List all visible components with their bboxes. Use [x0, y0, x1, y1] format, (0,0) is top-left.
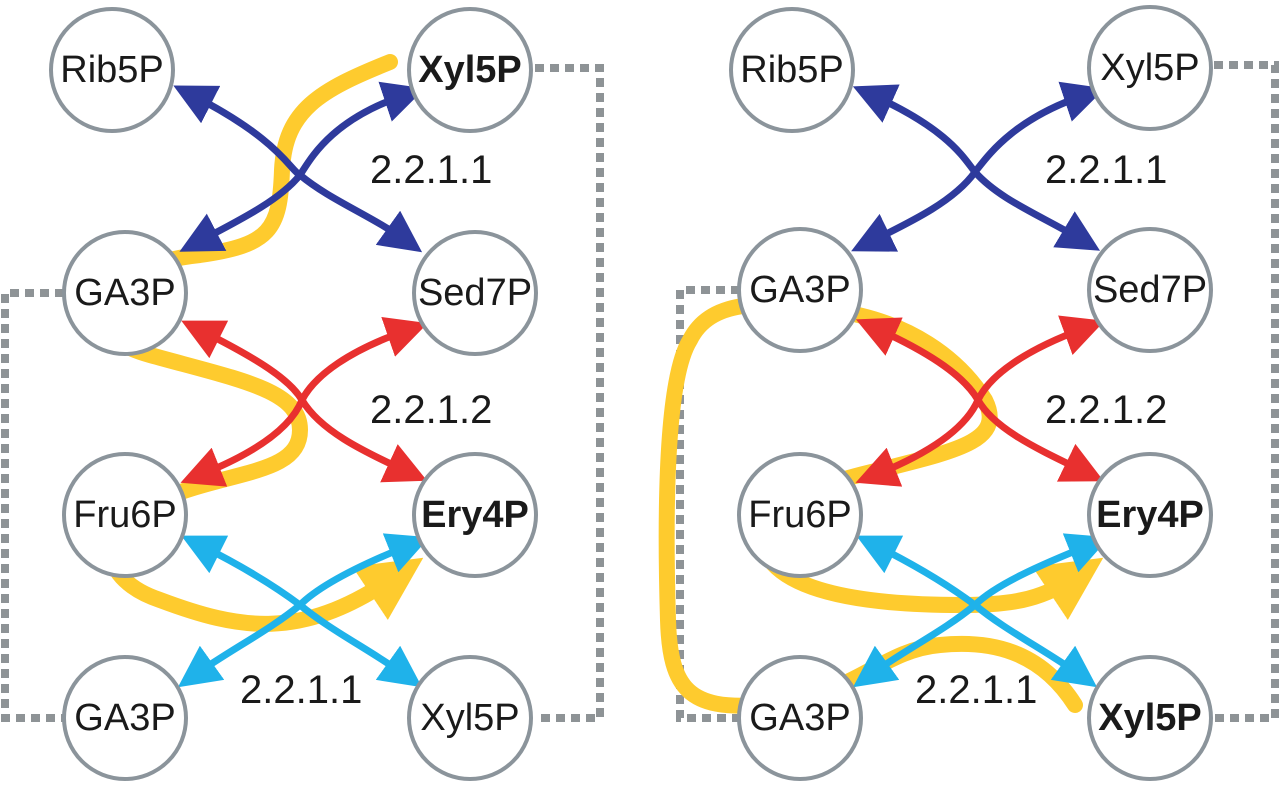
node-ery4p: Ery4P: [412, 452, 538, 578]
node-circle: [49, 7, 175, 133]
node-label: Rib5P: [740, 49, 844, 91]
node-circle: [62, 230, 188, 356]
node-label: Ery4P: [421, 494, 529, 536]
node-circle: [407, 7, 533, 133]
node-sed7p: Sed7P: [412, 230, 538, 356]
node-ga3p_bottom: GA3P: [737, 655, 863, 781]
arrow-2.2.1.1-ery4p-ga3p: [177, 533, 430, 688]
node-label: Fru6P: [748, 494, 851, 536]
node-xyl5p_top: Xyl5P: [1087, 5, 1213, 131]
node-circle: [737, 227, 863, 353]
node-circle: [1087, 227, 1213, 353]
node-circle: [407, 655, 533, 781]
node-label: GA3P: [74, 697, 175, 739]
arrow-2.2.1.1-xyl5p-ga3p: [179, 81, 425, 252]
node-xyl5p_top: Xyl5P: [407, 7, 533, 133]
arrow-2.2.1.2-sed7p-fru6p: [855, 315, 1105, 487]
node-ery4p: Ery4P: [1087, 452, 1213, 578]
node-circle: [729, 7, 855, 133]
node-xyl5p_bottom: Xyl5P: [407, 655, 533, 781]
node-label: Ery4P: [1096, 494, 1204, 536]
node-circle: [1087, 655, 1213, 781]
node-label: Sed7P: [1093, 269, 1207, 311]
node-circle: [1087, 452, 1213, 578]
node-circle: [412, 452, 538, 578]
node-circle: [412, 230, 538, 356]
node-fru6p: Fru6P: [737, 452, 863, 578]
left-panel: Rib5P Xyl5P GA3P Sed7P Fru6P Ery4P GA3P Xyl5P 2…: [1, 7, 604, 781]
node-label: Xyl5P: [418, 49, 522, 91]
enzyme-label: 2.2.1.1: [915, 668, 1037, 712]
node-circle: [62, 452, 188, 578]
node-sed7p: Sed7P: [1087, 227, 1213, 353]
node-label: Rib5P: [60, 49, 164, 91]
node-label: Xyl5P: [420, 697, 519, 739]
node-circle: [62, 655, 188, 781]
dotted-link-ga3p: [1, 289, 64, 722]
node-label: GA3P: [749, 697, 850, 739]
node-label: GA3P: [749, 269, 850, 311]
arrow-2.2.1.1-ery4p-ga3p: [852, 533, 1110, 688]
node-circle: [737, 655, 863, 781]
node-label: Sed7P: [418, 272, 532, 314]
node-ga3p_top: GA3P: [62, 230, 188, 356]
node-circle: [1087, 5, 1213, 131]
node-ga3p_bottom: GA3P: [62, 655, 188, 781]
node-circle: [737, 452, 863, 578]
node-ga3p_top: GA3P: [737, 227, 863, 353]
node-label: Xyl5P: [1100, 47, 1199, 89]
dotted-link-xyl5p: [535, 64, 604, 722]
dotted-link-ga3p: [676, 286, 740, 722]
node-label: Xyl5P: [1098, 697, 1202, 739]
enzyme-label: 2.2.1.2: [370, 388, 492, 432]
arrow-2.2.1.1-xyl5p-ga3p: [851, 81, 1105, 252]
node-rib5p: Rib5P: [729, 7, 855, 133]
enzyme-label: 2.2.1.1: [370, 148, 492, 192]
right-panel: Rib5P Xyl5P GA3P Sed7P Fru6P Ery4P GA3P Xyl5P 2…: [658, 5, 1279, 781]
enzyme-label: 2.2.1.1: [1045, 148, 1167, 192]
arrow-2.2.1.2-sed7p-fru6p: [180, 316, 428, 487]
node-rib5p: Rib5P: [49, 7, 175, 133]
enzyme-label: 2.2.1.1: [240, 668, 362, 712]
node-label: GA3P: [74, 272, 175, 314]
node-xyl5p_bottom: Xyl5P: [1087, 655, 1213, 781]
node-label: Fru6P: [73, 494, 176, 536]
node-fru6p: Fru6P: [62, 452, 188, 578]
enzyme-label: 2.2.1.2: [1045, 388, 1167, 432]
dotted-link-xyl5p: [1214, 61, 1279, 722]
